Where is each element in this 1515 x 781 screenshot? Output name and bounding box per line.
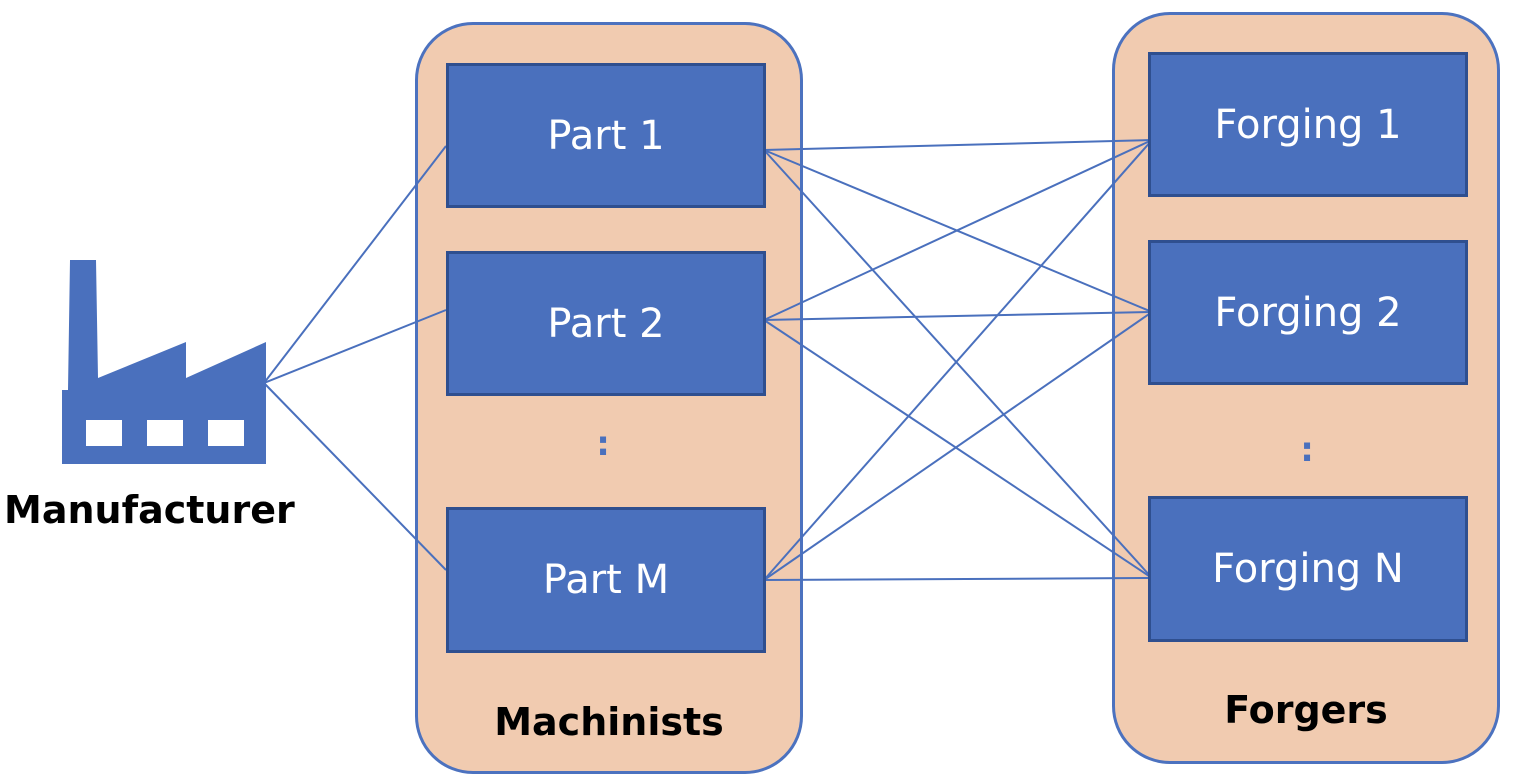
forging-2-label: Forging 2 bbox=[1214, 289, 1402, 336]
part-1-node: Part 1 bbox=[446, 63, 766, 208]
parts-ellipsis: : bbox=[596, 424, 610, 464]
part-2-node: Part 2 bbox=[446, 251, 766, 396]
forging-2-node: Forging 2 bbox=[1148, 240, 1468, 385]
link-part-2-to-forging-n bbox=[763, 319, 1153, 579]
part-m-node: Part M bbox=[446, 507, 766, 653]
manufacturer-label: Manufacturer bbox=[4, 488, 295, 532]
link-part-1-to-forging-1 bbox=[763, 139, 1153, 151]
link-part-m-to-forging-1 bbox=[763, 139, 1153, 581]
link-manufacturer-to-part-m bbox=[263, 382, 447, 571]
factory-icon bbox=[62, 260, 266, 464]
link-manufacturer-to-part-2 bbox=[263, 309, 447, 384]
part-1-label: Part 1 bbox=[547, 112, 665, 159]
forging-1-label: Forging 1 bbox=[1214, 101, 1402, 148]
forging-n-node: Forging N bbox=[1148, 496, 1468, 642]
part-m-label: Part M bbox=[542, 557, 670, 603]
machinists-label: Machinists bbox=[494, 700, 724, 744]
link-part-m-to-forging-2 bbox=[763, 311, 1153, 581]
forgers-label: Forgers bbox=[1224, 688, 1388, 732]
link-part-2-to-forging-2 bbox=[763, 311, 1153, 321]
forging-1-node: Forging 1 bbox=[1148, 52, 1468, 197]
link-part-1-to-forging-n bbox=[763, 149, 1153, 579]
forgings-ellipsis: : bbox=[1300, 430, 1314, 470]
link-part-m-to-forging-n bbox=[763, 577, 1153, 581]
link-part-2-to-forging-1 bbox=[763, 139, 1153, 321]
forging-n-label: Forging N bbox=[1212, 546, 1404, 592]
part-2-label: Part 2 bbox=[547, 300, 665, 347]
link-manufacturer-to-part-1 bbox=[263, 145, 447, 384]
